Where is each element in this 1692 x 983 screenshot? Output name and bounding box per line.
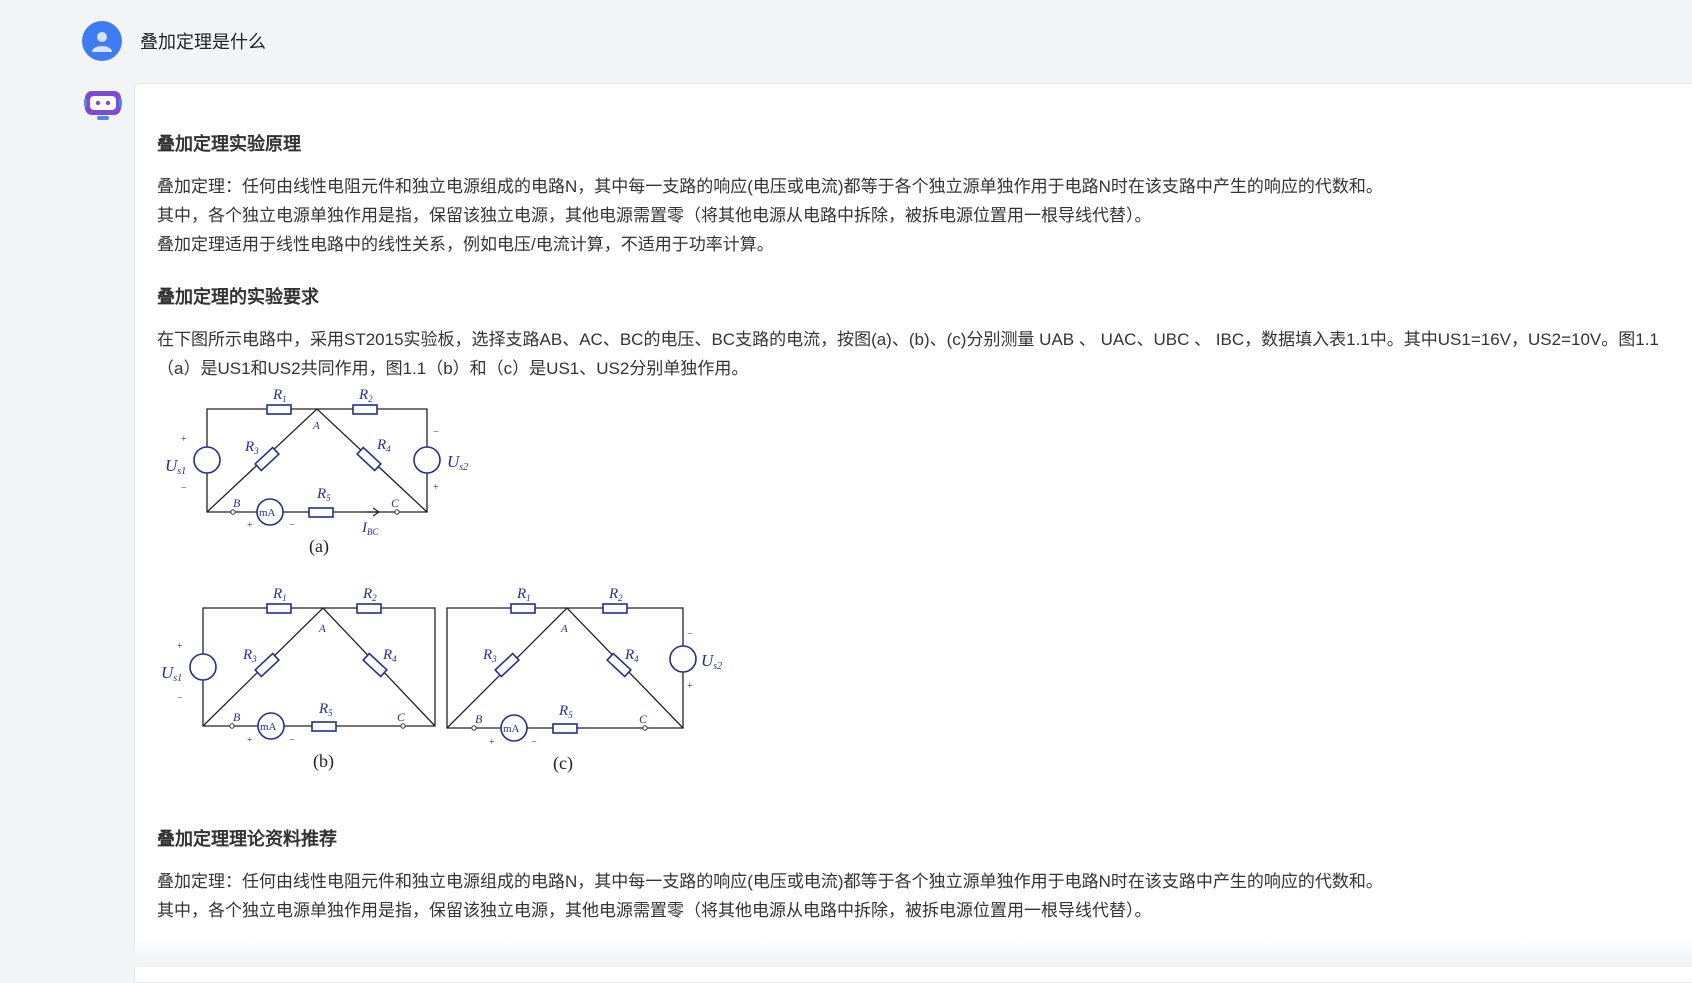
meter-label: mA: [503, 723, 520, 735]
sign: −: [687, 629, 693, 640]
meter-label: mA: [260, 721, 277, 733]
label-r2-c: R2: [608, 586, 623, 603]
label-r3-c: R3: [482, 647, 497, 664]
user-icon: [92, 32, 112, 52]
sign: +: [247, 735, 253, 746]
label-r5-a: R5: [316, 486, 331, 503]
sign: +: [489, 737, 495, 748]
meter-label: mA: [259, 507, 276, 519]
sign: +: [433, 482, 439, 493]
node-a-b: A: [318, 623, 326, 635]
label-r4-b: R4: [382, 647, 397, 664]
label-r5-b: R5: [318, 701, 333, 718]
label-r3-b: R3: [242, 647, 257, 664]
node-c-b: C: [397, 710, 406, 724]
section-requirement: 叠加定理的实验要求 在下图所示电路中，采用ST2015实验板，选择支路AB、AC…: [157, 283, 1692, 797]
user-avatar: [82, 21, 122, 61]
node-c-a: C: [391, 496, 400, 510]
sign: −: [177, 693, 183, 704]
label-ibc: IBC: [361, 520, 379, 537]
section-references: 叠加定理理论资料推荐 叠加定理：任何由线性电阻元件和独立电源组成的电路N，其中每…: [157, 825, 1692, 925]
node-a-c: A: [560, 623, 568, 635]
node-a-a: A: [312, 420, 320, 432]
label-r1-c: R1: [516, 586, 531, 603]
sign: +: [177, 641, 183, 652]
label-r4-a: R4: [376, 437, 391, 454]
paragraph: 叠加定理：任何由线性电阻元件和独立电源组成的电路N，其中每一支路的响应(电压或电…: [157, 872, 1383, 891]
paragraph: 叠加定理适用于线性电路中的线性关系，例如电压/电流计算，不适用于功率计算。: [157, 235, 774, 254]
sign: −: [181, 483, 187, 494]
sign: +: [181, 434, 187, 445]
node-c-c: C: [639, 712, 648, 726]
label-r3-a: R3: [244, 439, 259, 456]
answer-card: 叠加定理实验原理 叠加定理：任何由线性电阻元件和独立电源组成的电路N，其中每一支…: [134, 83, 1692, 983]
question-text: 叠加定理是什么: [140, 32, 266, 52]
section-heading: 叠加定理理论资料推荐: [157, 829, 337, 849]
paragraph: 在下图所示电路中，采用ST2015实验板，选择支路AB、AC、BC的电压、BC支…: [157, 330, 1659, 378]
paragraph: 其中，各个独立电源单独作用是指，保留该独立电源，其他电源需置零（将其他电源从电路…: [157, 901, 1152, 920]
caption-b: (b): [313, 751, 334, 772]
robot-icon: [84, 91, 122, 120]
sign: −: [433, 427, 439, 438]
label-r4-c: R4: [624, 647, 639, 664]
bottom-fade: [0, 939, 1692, 967]
caption-a: (a): [309, 536, 329, 557]
sign: −: [289, 520, 295, 531]
label-us2-c: Us2: [701, 651, 722, 672]
node-b-b: B: [233, 710, 241, 724]
label-r5-c: R5: [558, 703, 573, 720]
label-r1-b: R1: [272, 586, 287, 603]
circuit-figure: R1 R2 R3 R4 R5 Us1 Us2 IBC A B C + − − +…: [161, 387, 722, 774]
label-r1-a: R1: [272, 387, 287, 404]
section-heading: 叠加定理实验原理: [157, 134, 301, 154]
user-message: 叠加定理是什么: [82, 20, 266, 62]
paragraph: 其中，各个独立电源单独作用是指，保留该独立电源，其他电源需置零（将其他电源从电路…: [157, 206, 1152, 225]
node-b-a: B: [233, 496, 241, 510]
label-us2-a: Us2: [447, 452, 468, 473]
section-heading: 叠加定理的实验要求: [157, 287, 319, 307]
label-r2-b: R2: [362, 586, 377, 603]
label-us1-b: Us1: [161, 663, 182, 684]
caption-c: (c): [553, 753, 573, 774]
label-r2-a: R2: [358, 387, 373, 404]
section-principle: 叠加定理实验原理 叠加定理：任何由线性电阻元件和独立电源组成的电路N，其中每一支…: [157, 130, 1692, 259]
node-b-c: B: [475, 712, 483, 726]
sign: +: [247, 520, 253, 531]
label-us1-a: Us1: [165, 456, 186, 477]
paragraph: 叠加定理：任何由线性电阻元件和独立电源组成的电路N，其中每一支路的响应(电压或电…: [157, 177, 1383, 196]
sign: +: [687, 681, 693, 692]
sign: −: [289, 735, 295, 746]
sign: −: [531, 737, 537, 748]
